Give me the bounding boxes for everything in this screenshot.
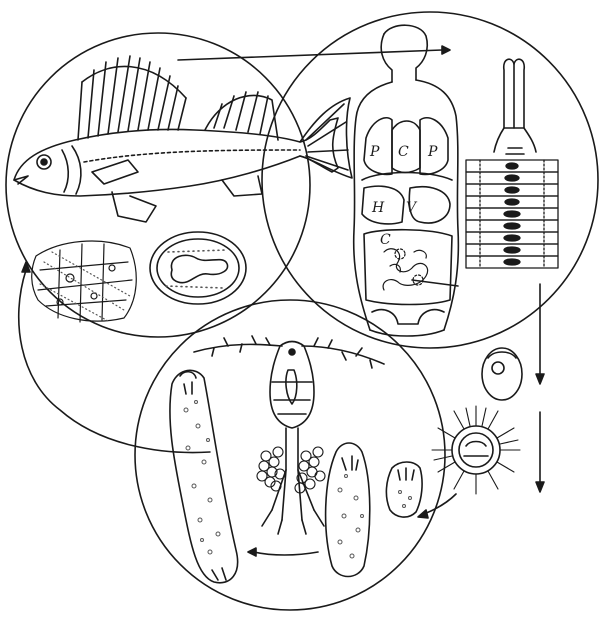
label-p-left: P [369, 144, 380, 160]
right-side-arrows [536, 284, 544, 492]
copepod-circle [135, 300, 445, 610]
back-loop [19, 270, 210, 453]
fish-pupil [41, 159, 47, 165]
plerocercoid-large [170, 370, 238, 582]
fish-tail [300, 98, 352, 178]
procercoid-larva [386, 462, 422, 517]
fish-dorsal-fin [78, 56, 186, 140]
label-c-heart: C [398, 144, 409, 160]
label-p-right: P [427, 144, 438, 160]
fish-to-human-line [178, 50, 442, 60]
plerocercoid-cyst [150, 232, 246, 304]
fish-pelvic-fin [112, 192, 156, 222]
human-circle [262, 12, 598, 348]
coracidium-cilia [432, 406, 520, 494]
procercoid-in-copepod [286, 370, 297, 404]
medium-to-large-arrow [254, 552, 318, 555]
fish-gill-2 [62, 150, 68, 192]
copepod-abdomen [286, 428, 298, 470]
diaphragm [362, 173, 452, 181]
perch-fish [14, 56, 352, 222]
copepod-furca [272, 470, 314, 520]
colon [364, 230, 452, 305]
plerocercoid-medium [326, 443, 370, 577]
label-c-colon: C [380, 232, 391, 248]
plerocercoid-larva [171, 255, 227, 282]
fish-lateral-line [84, 150, 300, 162]
fish-mouth [14, 176, 28, 184]
pelvis [372, 310, 444, 324]
fish-gill [72, 146, 81, 194]
copepod-cyclops [194, 336, 384, 534]
label-v: V [406, 200, 418, 216]
coracidium [432, 406, 520, 494]
copepod-egg-sacs [257, 447, 325, 493]
proglottids [466, 160, 558, 268]
small-intestine [383, 249, 428, 290]
fish-to-human-arrowhead [442, 46, 450, 54]
human-torso: P C P H V C [354, 25, 459, 336]
label-h: H [371, 200, 385, 216]
fish-body [14, 118, 338, 196]
fish-pectoral-fin [92, 160, 138, 184]
operculate-egg [482, 348, 522, 400]
tapeworm-strobila [466, 59, 558, 268]
copepod-antenna-left [194, 344, 282, 352]
muscle-tissue [32, 241, 137, 322]
loop-arrowhead [22, 262, 30, 272]
